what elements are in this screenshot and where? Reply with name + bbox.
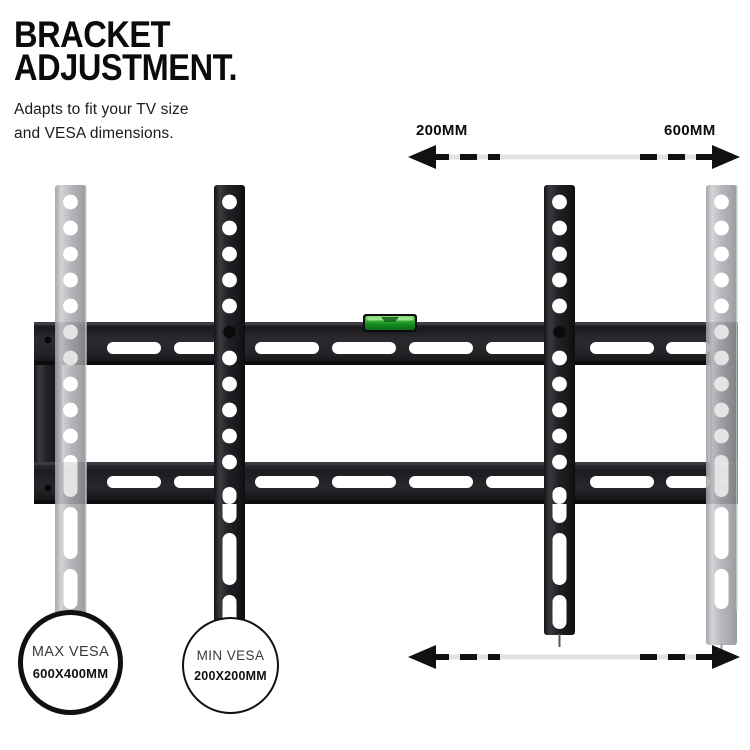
page-subtitle-line-2: and VESA dimensions. [14, 125, 174, 142]
bubble-level [363, 314, 417, 332]
bracket-body [34, 322, 738, 504]
callout-min-vesa-value: 200X200MM [194, 669, 267, 683]
alignment-guides [85, 185, 738, 610]
rail-gray-left [55, 185, 86, 656]
rail-black-left-overlay [214, 322, 245, 504]
callout-min-vesa: MIN VESA 200X200MM [182, 617, 279, 714]
page-title-line-2: ADJUSTMENT. [14, 47, 238, 88]
page-subtitle-line-1: Adapts to fit your TV size [14, 101, 189, 118]
callout-max-vesa-value: 600X400MM [32, 666, 109, 681]
dimension-arrow-bottom [408, 645, 740, 669]
dimension-arrow-top [408, 145, 740, 169]
page-title-line-1: BRACKET [14, 14, 171, 55]
callout-max-vesa-title: MAX VESA [31, 644, 110, 660]
rail-black-right-overlay [544, 322, 575, 504]
callout-min-vesa-title: MIN VESA [196, 648, 265, 663]
callout-max-vesa: MAX VESA 600X400MM [18, 610, 123, 715]
rail-gray-right [706, 185, 737, 656]
dimension-label-min-width: 200MM [416, 122, 468, 139]
dimension-label-max-width: 600MM [664, 122, 716, 139]
page-subtitle: Adapts to fit your TV size and VESA dime… [14, 98, 444, 146]
headline-block: BRACKET ADJUSTMENT. Adapts to fit your T… [14, 14, 444, 146]
